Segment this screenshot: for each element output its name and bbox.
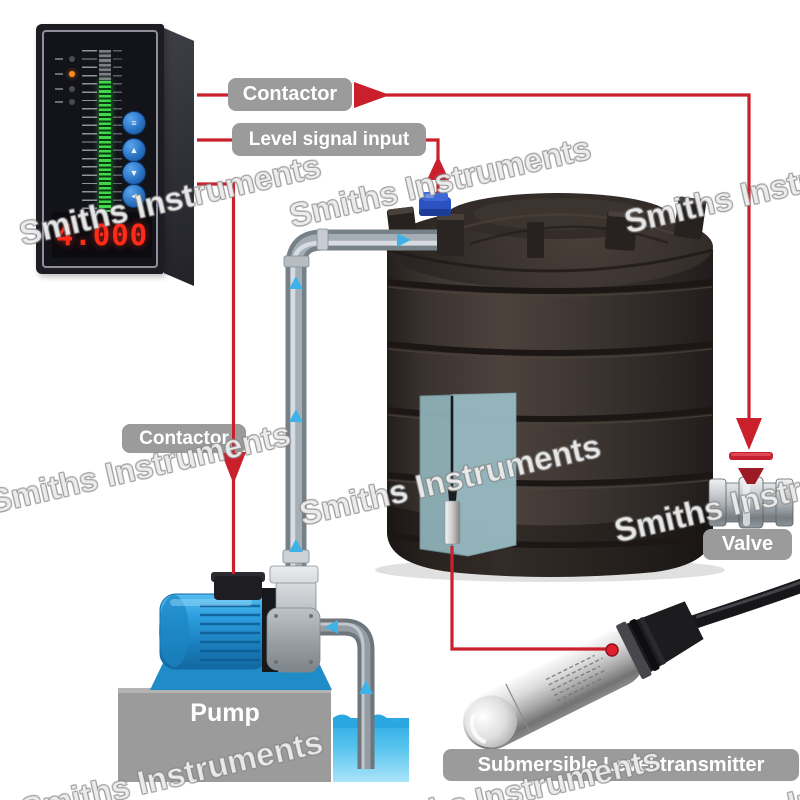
motor-terminal-cap	[214, 576, 262, 600]
tank-cutaway-window	[419, 392, 517, 557]
connection-dot-transmitter	[605, 643, 619, 657]
valve-handle-wedge	[738, 468, 764, 484]
line-sensor-to-transmitter	[450, 546, 606, 651]
line-through-contactor-label	[232, 424, 235, 453]
label-submersible-transmitter: Submersible Level transmitter	[443, 749, 799, 781]
alarm-led	[69, 71, 75, 77]
transmitter-collar	[616, 621, 652, 679]
level-controller: ≡ ▲ ▼ ◄ 4.000	[36, 24, 164, 274]
arrow-right-to-valve	[354, 82, 390, 108]
flow-arrow-left	[325, 620, 338, 634]
flow-arrow-up	[359, 680, 373, 694]
led-bargraph-lit	[99, 81, 111, 216]
pump-motor	[159, 593, 269, 670]
arrow-up-level-signal	[427, 156, 449, 180]
valve	[708, 452, 794, 529]
arrow-down-to-pump	[221, 452, 246, 484]
arrow-down-to-valve	[736, 418, 762, 450]
flow-arrow-up	[289, 409, 303, 422]
line-controller-to-pump	[197, 182, 236, 574]
pump-pedestal	[118, 688, 331, 782]
transmitter-probe-tip	[465, 695, 518, 748]
device-down-button: ▼	[122, 161, 146, 185]
led-bargraph-unlit	[99, 50, 111, 81]
indicator-label-mark	[55, 88, 63, 90]
indicator-led-row-lit	[55, 71, 97, 77]
label-valve: Valve	[703, 529, 792, 560]
signal-arrows	[221, 82, 762, 657]
indicator-led-row	[55, 99, 97, 105]
line-contactor-to-valve	[386, 93, 751, 418]
indicator-led	[69, 86, 75, 92]
discharge-pipe	[282, 228, 452, 612]
flow-arrow-up	[289, 539, 303, 552]
pump-head	[266, 565, 321, 673]
indicator-led-row	[55, 56, 97, 62]
indicator-label-mark	[55, 58, 63, 60]
label-contactor-top: Contactor	[228, 78, 352, 111]
flow-arrow-right	[397, 233, 411, 247]
device-enter-button: ◄	[122, 184, 146, 208]
flow-arrow-up	[289, 276, 303, 289]
submersible-level-transmitter	[463, 578, 800, 750]
label-pump: Pump	[190, 698, 260, 727]
label-contactor-left: Contactor	[122, 424, 246, 453]
tank-rim-tab-front	[437, 214, 464, 256]
controller-side-panel	[164, 28, 194, 286]
seven-segment-display: 4.000	[52, 212, 152, 258]
pump-assembly	[118, 565, 409, 782]
indicator-led-row	[55, 86, 97, 92]
submerged-transmitter-neck	[448, 489, 457, 501]
bargraph-scale-ticks-left	[82, 50, 97, 216]
indicator-led	[69, 99, 75, 105]
indicator-label-mark	[55, 73, 63, 75]
label-level-signal-input: Level signal input	[232, 123, 426, 156]
tank-sensor-port-cap	[419, 192, 451, 216]
bargraph-scale-ticks-right	[113, 50, 122, 216]
submerged-transmitter-body	[444, 500, 461, 545]
indicator-label-mark	[55, 101, 63, 103]
flow-arrows	[289, 233, 411, 552]
device-set-button: ≡	[122, 111, 146, 135]
device-up-button: ▲	[122, 138, 146, 162]
indicator-led	[69, 56, 75, 62]
transmitter-cable	[687, 578, 800, 629]
